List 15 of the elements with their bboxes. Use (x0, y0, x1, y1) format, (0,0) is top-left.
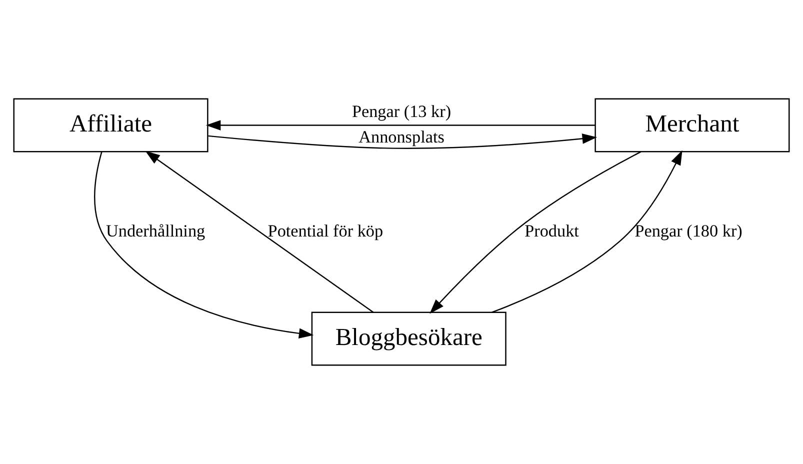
arrow (430, 151, 642, 314)
arrow (492, 150, 682, 313)
node-box: Bloggbesökare (311, 312, 506, 366)
arrow (206, 120, 595, 130)
edge-label: Produkt (524, 222, 579, 241)
node-box: Affiliate (13, 98, 208, 152)
arrow (145, 150, 374, 313)
node-box: Merchant (594, 98, 790, 152)
edge-label: Underhållning (106, 222, 206, 241)
edge-label: Annonsplats (358, 128, 444, 147)
arrow (208, 134, 598, 149)
edge-label: Pengar (180 kr) (634, 222, 742, 241)
edge-label: Pengar (13 kr) (352, 102, 452, 121)
arrow (94, 152, 314, 338)
edge-label: Potential för köp (268, 222, 384, 241)
